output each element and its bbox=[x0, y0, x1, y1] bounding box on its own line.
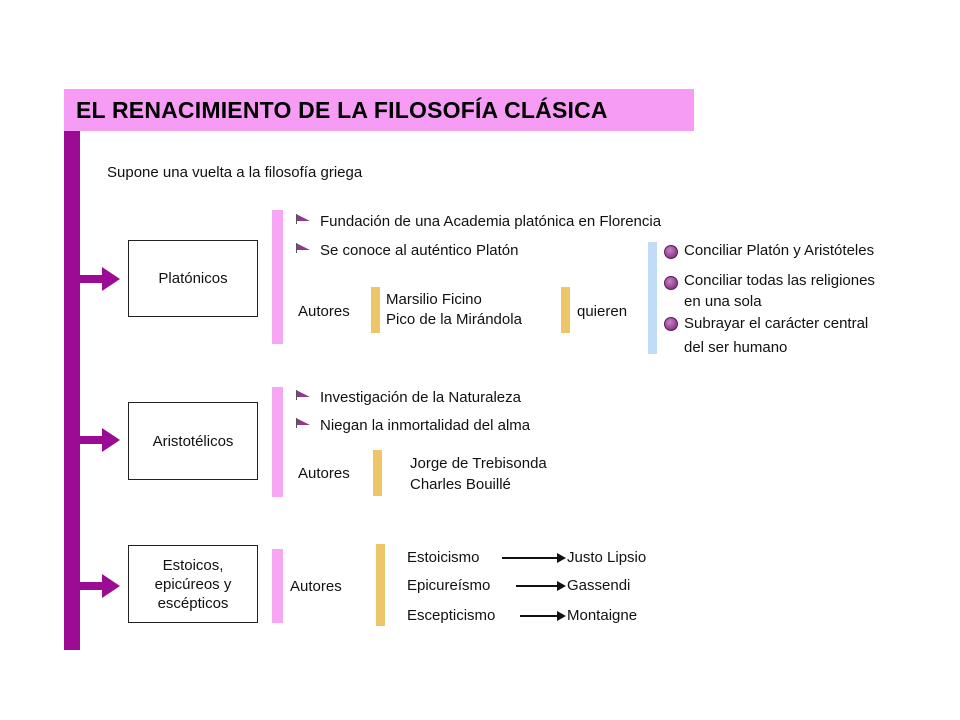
platonicos-goal-3: Subrayar el carácter central bbox=[684, 315, 869, 332]
aristotelicos-bracket bbox=[272, 387, 283, 497]
estoicos-bracket bbox=[272, 549, 283, 623]
platonicos-goal-2: Conciliar todas las religiones bbox=[684, 272, 875, 289]
platonicos-authors-label: Autores bbox=[298, 303, 350, 320]
right-arrow-icon bbox=[516, 581, 566, 591]
aristotelicos-authors-bracket bbox=[373, 450, 382, 496]
school-author-2: Gassendi bbox=[567, 577, 631, 594]
estoicos-label-line-3: escépticos bbox=[157, 594, 229, 612]
school-2: Epicureísmo bbox=[407, 577, 491, 594]
aristotelicos-point-1: Investigación de la Naturaleza bbox=[320, 389, 521, 406]
estoicos-authors-label: Autores bbox=[290, 578, 342, 595]
spine-bar bbox=[64, 131, 80, 650]
school-author-3: Montaigne bbox=[567, 607, 638, 624]
platonicos-label: Platónicos bbox=[158, 270, 228, 287]
intro-text: Supone una vuelta a la filosofía griega bbox=[107, 164, 363, 181]
right-arrow-icon bbox=[80, 574, 120, 598]
estoicos-box: Estoicos, epicúreos y escépticos bbox=[128, 545, 258, 623]
right-arrow-icon bbox=[520, 611, 566, 621]
aristotelicos-authors-label: Autores bbox=[298, 465, 350, 482]
flag-bullet-icon bbox=[296, 243, 310, 253]
aristotelicos-author-2: Charles Bouillé bbox=[410, 476, 511, 493]
estoicos-label-line-1: Estoicos, bbox=[162, 556, 224, 574]
aristotelicos-author-1: Jorge de Trebisonda bbox=[410, 455, 547, 472]
flag-bullet-icon bbox=[296, 214, 310, 224]
platonicos-point-1: Fundación de una Academia platónica en F… bbox=[320, 213, 662, 230]
aristotelicos-box: Aristotélicos bbox=[128, 402, 258, 480]
platonicos-authors-bracket bbox=[371, 287, 380, 333]
circle-bullet-icon bbox=[664, 276, 678, 290]
school-author-1: Justo Lipsio bbox=[567, 549, 647, 566]
flag-bullet-icon bbox=[296, 418, 310, 428]
right-arrow-icon bbox=[80, 267, 120, 291]
platonicos-author-2: Pico de la Mirándola bbox=[386, 311, 522, 328]
estoicos-schools-bracket bbox=[376, 544, 385, 626]
page-title: EL RENACIMIENTO DE LA FILOSOFÍA CLÁSICA bbox=[64, 89, 694, 131]
school-3: Escepticismo bbox=[407, 607, 496, 624]
right-arrow-icon bbox=[80, 428, 120, 452]
aristotelicos-point-2: Niegan la inmortalidad del alma bbox=[320, 417, 531, 434]
flag-bullet-icon bbox=[296, 390, 310, 400]
estoicos-label-line-2: epicúreos y bbox=[154, 575, 232, 593]
platonicos-verb: quieren bbox=[577, 303, 628, 320]
aristotelicos-label: Aristotélicos bbox=[152, 432, 234, 450]
platonicos-bracket bbox=[272, 210, 283, 344]
platonicos-author-1: Marsilio Ficino bbox=[386, 291, 482, 308]
platonicos-goals-bracket bbox=[648, 242, 657, 354]
platonicos-goal-3-cont: del ser humano bbox=[684, 339, 788, 356]
platonicos-goal-2-cont: en una sola bbox=[684, 293, 762, 310]
right-arrow-icon bbox=[502, 553, 566, 563]
platonicos-point-2: Se conoce al auténtico Platón bbox=[320, 242, 519, 259]
circle-bullet-icon bbox=[664, 317, 678, 331]
platonicos-verb-bracket bbox=[561, 287, 570, 333]
platonicos-goal-1: Conciliar Platón y Aristóteles bbox=[684, 242, 875, 259]
circle-bullet-icon bbox=[664, 245, 678, 259]
platonicos-box: Platónicos bbox=[128, 240, 258, 317]
school-1: Estoicismo bbox=[407, 549, 480, 566]
